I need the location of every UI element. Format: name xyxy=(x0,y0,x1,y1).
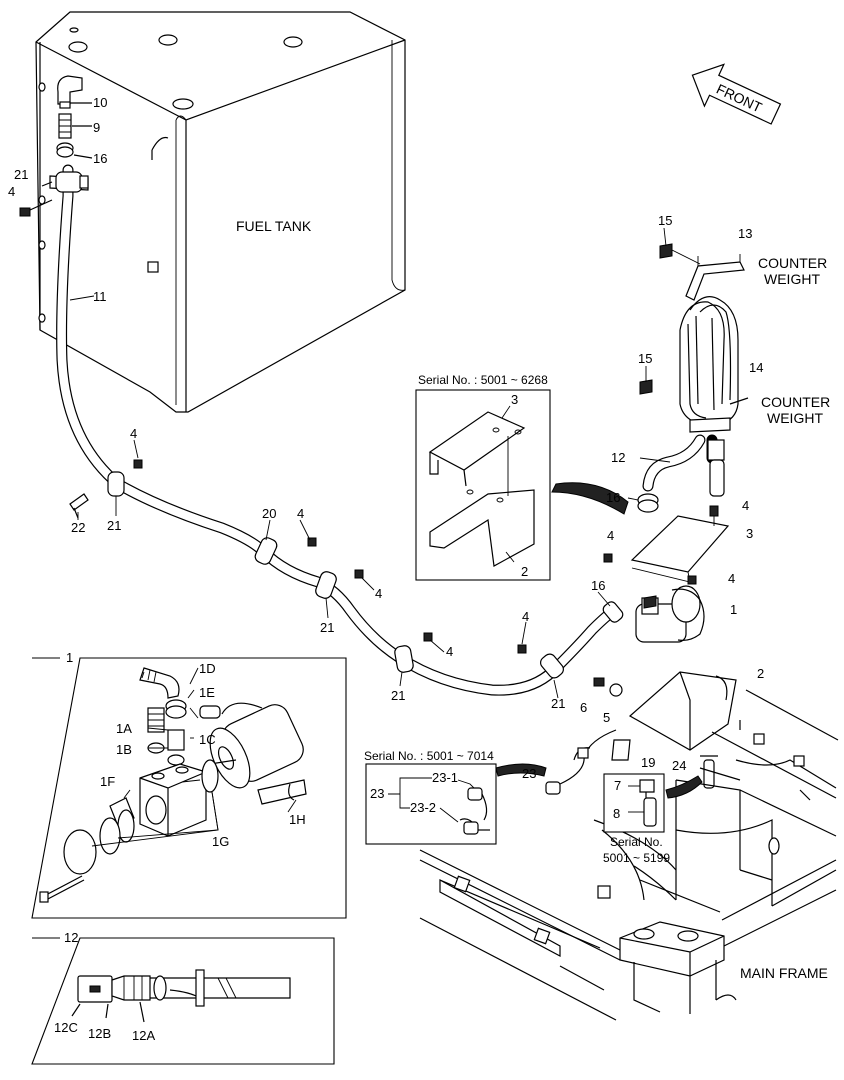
serial-box-2-label: Serial No. : 5001 ~ 7014 xyxy=(364,749,494,763)
callout-4-c: 4 xyxy=(375,586,382,601)
callout-1: 1 xyxy=(730,602,737,617)
serial-box-5001-5199: Serial No. 5001 ~ 5199 xyxy=(603,773,670,865)
callout-8: 8 xyxy=(613,806,620,821)
serial-box-3-label-b: 5001 ~ 5199 xyxy=(603,851,670,865)
callout-2-box: 2 xyxy=(521,564,528,579)
callout-22: 22 xyxy=(71,520,85,535)
callout-24: 24 xyxy=(672,758,686,773)
tank-outlet-fitting xyxy=(56,75,93,159)
callout-4-d: 4 xyxy=(446,644,453,659)
callout-21-a: 21 xyxy=(107,518,121,533)
serial-box-5001-6268: Serial No. : 5001 ~ 6268 xyxy=(415,373,551,581)
callout-1D: 1D xyxy=(199,661,216,676)
fuel-tank: FUEL TANK xyxy=(35,11,406,413)
callout-15-top: 15 xyxy=(658,213,672,228)
leader-lines xyxy=(69,295,611,699)
main-frame-label: MAIN FRAME xyxy=(740,965,828,981)
callout-11: 11 xyxy=(93,289,107,304)
callout-23-1: 23-1 xyxy=(432,770,458,785)
callout-4-e: 4 xyxy=(522,609,529,624)
arrow-box2 xyxy=(495,763,547,777)
callout-1F: 1F xyxy=(100,774,115,789)
callout-9: 9 xyxy=(93,120,100,135)
callout-1C: 1C xyxy=(199,732,216,747)
counter-weight-1a: COUNTER xyxy=(758,255,827,271)
callout-16-top: 16 xyxy=(93,151,107,166)
callout-21-d: 21 xyxy=(551,696,565,711)
callout-12-main: 12 xyxy=(611,450,625,465)
callout-20: 20 xyxy=(262,506,276,521)
fuel-tank-label: FUEL TANK xyxy=(236,218,312,234)
counter-weight-parts xyxy=(627,227,749,513)
callout-1B: 1B xyxy=(116,742,132,757)
counter-weight-2b: WEIGHT xyxy=(767,410,823,426)
callout-23-box: 23 xyxy=(370,786,384,801)
serial-box-5001-7014: Serial No. : 5001 ~ 7014 xyxy=(364,749,497,845)
clamp-21-top xyxy=(19,171,89,217)
callout-5: 5 xyxy=(603,710,610,725)
counter-weight-1b: WEIGHT xyxy=(764,271,820,287)
callout-1A: 1A xyxy=(116,721,132,736)
counter-weight-2a: COUNTER xyxy=(761,394,830,410)
callout-12C: 12C xyxy=(54,1020,78,1035)
callout-23: 23 xyxy=(522,766,536,781)
arrow-box3 xyxy=(665,775,703,799)
callout-21-b: 21 xyxy=(320,620,334,635)
fuel-pump-assembly xyxy=(545,505,737,795)
callout-7: 7 xyxy=(614,778,621,793)
callout-1E: 1E xyxy=(199,685,215,700)
front-arrow: FRONT xyxy=(691,63,782,125)
hose-clamps xyxy=(69,459,624,679)
callout-4-a: 4 xyxy=(130,426,137,441)
serial-box-1-label: Serial No. : 5001 ~ 6268 xyxy=(418,373,548,387)
arrow-box1 xyxy=(551,482,629,515)
callout-23-2: 23-2 xyxy=(410,800,436,815)
callout-12-detail: 12 xyxy=(64,930,78,945)
serial-box-3-label-a: Serial No. xyxy=(610,835,663,849)
callout-21-c: 21 xyxy=(391,688,405,703)
callouts: 10 9 16 21 4 11 4 22 21 20 4 4 21 4 21 4… xyxy=(8,95,830,1043)
callout-1H: 1H xyxy=(289,812,306,827)
callout-10: 10 xyxy=(93,95,107,110)
callout-4-top: 4 xyxy=(8,184,15,199)
callout-4-f: 4 xyxy=(742,498,749,513)
callout-4-h: 4 xyxy=(728,571,735,586)
callout-4-b: 4 xyxy=(297,506,304,521)
callout-3: 3 xyxy=(746,526,753,541)
callout-4-g: 4 xyxy=(607,528,614,543)
callout-2: 2 xyxy=(757,666,764,681)
callout-1G: 1G xyxy=(212,834,229,849)
callout-19: 19 xyxy=(641,755,655,770)
callout-3-box: 3 xyxy=(511,392,518,407)
detail-box-1 xyxy=(31,657,347,919)
callout-16-right: 16 xyxy=(606,490,620,505)
callout-12B: 12B xyxy=(88,1026,111,1041)
callout-16-mid: 16 xyxy=(591,578,605,593)
callout-12A: 12A xyxy=(132,1028,155,1043)
callout-15-mid: 15 xyxy=(638,351,652,366)
detail-box-12 xyxy=(31,937,335,1065)
callout-13: 13 xyxy=(738,226,752,241)
callout-14: 14 xyxy=(749,360,763,375)
main-frame: MAIN FRAME xyxy=(419,689,839,1021)
callout-21-top: 21 xyxy=(14,167,28,182)
callout-1-detail: 1 xyxy=(66,650,73,665)
callout-6: 6 xyxy=(580,700,587,715)
